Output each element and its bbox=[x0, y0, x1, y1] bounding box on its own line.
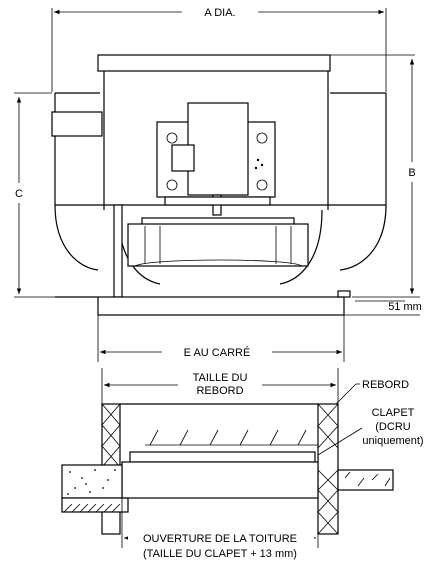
roof-deck-left bbox=[61, 464, 123, 499]
opening-label-bg bbox=[128, 530, 314, 544]
roof-deck-right bbox=[337, 469, 394, 491]
bolt-icon bbox=[166, 179, 178, 191]
hood-latch bbox=[51, 111, 103, 137]
support-post bbox=[113, 204, 123, 298]
shroud-curve-right bbox=[339, 204, 387, 271]
base-lug bbox=[337, 290, 351, 298]
wheel-inlet bbox=[134, 259, 303, 267]
curb-wall-right bbox=[317, 403, 339, 535]
vent-dot bbox=[254, 166, 258, 170]
label-curb: REBORD bbox=[362, 379, 409, 391]
label-damper-2: (DCRU bbox=[375, 421, 410, 433]
bolt-icon bbox=[256, 132, 268, 144]
label-curb-size-1: TAILLE DU bbox=[193, 372, 248, 384]
motor-body bbox=[187, 102, 249, 196]
label-c: C bbox=[15, 188, 23, 200]
damper-blade bbox=[129, 451, 316, 463]
a-label-bg bbox=[184, 4, 256, 20]
fan-wheel bbox=[127, 223, 309, 267]
base-curb-plate bbox=[97, 296, 345, 316]
curb-section bbox=[61, 368, 394, 548]
motor-hood-cap bbox=[97, 54, 331, 72]
motor-base bbox=[164, 196, 271, 206]
bolt-icon bbox=[256, 179, 268, 191]
label-a-dia: A DIA. bbox=[204, 7, 235, 19]
vent-dot bbox=[256, 158, 260, 162]
b-label-bg bbox=[404, 164, 420, 180]
shroud-curve-left bbox=[54, 204, 99, 271]
bolt-icon bbox=[166, 132, 178, 144]
label-damper-1: CLAPET bbox=[372, 407, 415, 419]
damper-frame bbox=[121, 461, 319, 499]
fan-elevation bbox=[14, 8, 420, 362]
label-e-square: E AU CARRÉ bbox=[184, 346, 251, 359]
label-roof-opening-1: OUVERTURE DE LA TOITURE bbox=[143, 533, 297, 545]
e-label-bg bbox=[162, 344, 272, 360]
curb-leader bbox=[335, 383, 357, 405]
label-curb-size-2: REBORD bbox=[196, 385, 243, 397]
insulation-hatch-right-top bbox=[317, 403, 339, 449]
damper-leader bbox=[317, 427, 363, 456]
roof-hatch-left bbox=[63, 503, 121, 513]
label-51mm: 51 mm bbox=[388, 301, 422, 313]
label-roof-opening-2: (TAILLE DU CLAPET + 13 mm) bbox=[143, 548, 297, 560]
label-b: B bbox=[408, 167, 415, 179]
c-label-bg bbox=[12, 185, 28, 201]
insulation-hatch-right bbox=[317, 469, 339, 535]
vent-dot bbox=[260, 163, 264, 167]
junction-box bbox=[171, 144, 195, 172]
concrete-texture bbox=[67, 469, 116, 495]
label-damper-3: uniquement) bbox=[362, 435, 423, 447]
damper-hatch bbox=[149, 429, 307, 446]
curb-size-label-bg bbox=[180, 368, 260, 398]
roof-texture-right bbox=[344, 471, 391, 487]
